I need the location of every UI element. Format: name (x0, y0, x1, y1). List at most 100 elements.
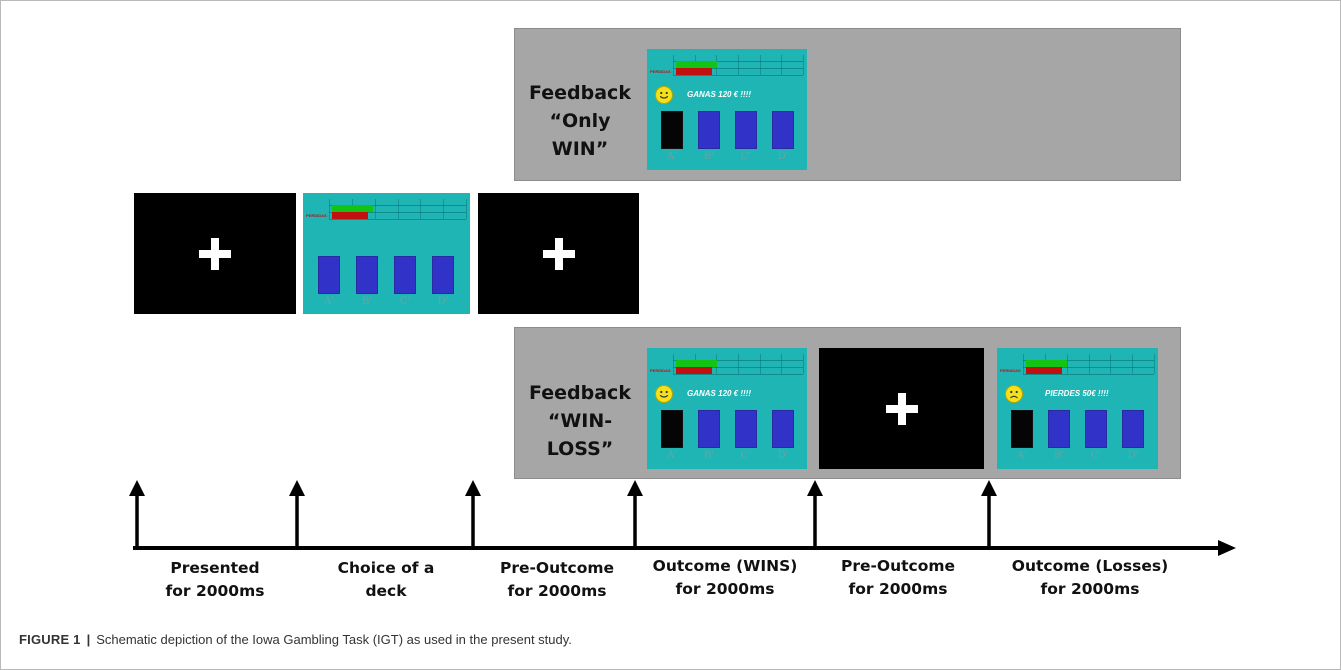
score-gridline (673, 374, 803, 375)
deck-card-b[interactable] (698, 410, 720, 448)
score-bars: PERDIDAS (303, 196, 470, 220)
score-tick (1023, 354, 1024, 374)
score-tick (443, 199, 445, 219)
figure-caption: FIGURE 1 | Schematic depiction of the Iowa… (19, 632, 572, 647)
deck-label: D' (777, 450, 789, 461)
timeline-label-pre-outcome: Pre-Outcome for 2000ms (499, 559, 615, 600)
fixation-cross-icon (542, 237, 575, 270)
deck-card-d[interactable] (772, 410, 794, 448)
figure-number: FIGURE 1 (19, 632, 81, 647)
deck-card-b[interactable] (698, 111, 720, 149)
win-message: GANAS 120 € !!!! (687, 90, 752, 99)
timeline-label-choice: Choice of a deck (337, 559, 435, 600)
fixation-screen-presented (134, 193, 296, 314)
deck-label: D' (437, 296, 449, 307)
win-bar (332, 205, 373, 212)
fixation-screen-pre-outcome-loss (819, 348, 984, 469)
feedback-only-win-panel: Feedback “Only WIN” (514, 28, 1181, 181)
deck-card-b[interactable] (1048, 410, 1070, 448)
deck-card-b[interactable] (356, 256, 378, 294)
deck-label: A' (324, 296, 334, 307)
score-tick (738, 55, 739, 75)
deck-label: D' (777, 151, 789, 162)
score-gridline (1023, 367, 1154, 368)
feedback-only-win-label: Feedback “Only WIN” (525, 79, 635, 163)
happy-face-icon (655, 385, 673, 403)
loss-bar (676, 68, 712, 75)
win-bar (1026, 360, 1067, 367)
score-gridline (673, 75, 803, 76)
feedback-only-win-label-line2: “Only WIN” (549, 110, 611, 160)
deck-card-c[interactable] (735, 111, 757, 149)
deck-label: A' (1017, 450, 1027, 461)
score-tick (781, 55, 783, 75)
score-tick (803, 354, 804, 374)
score-tick (1088, 354, 1090, 374)
win-bar (676, 360, 717, 367)
score-tick (374, 199, 376, 219)
deck-label: B' (703, 151, 715, 162)
loss-bar (676, 367, 712, 374)
loss-row-label: PERDIDAS (650, 368, 671, 373)
score-tick (1110, 354, 1112, 374)
game-screen-outcome-loss: PERDIDAS PIERDES 50€ !!!! A' B' C' D' (997, 348, 1158, 469)
score-tick (1066, 354, 1068, 374)
caption-text: Schematic depiction of the Iowa Gambling… (96, 632, 572, 647)
score-tick (466, 199, 467, 219)
score-tick (738, 354, 739, 374)
score-bars: PERDIDAS (647, 52, 807, 76)
happy-face-icon (655, 86, 673, 104)
score-tick (1132, 354, 1134, 374)
score-gridline (1023, 374, 1154, 375)
loss-row-label: PERDIDAS (306, 213, 327, 218)
score-gridline (1023, 360, 1154, 361)
score-gridline (673, 367, 803, 368)
deck-label: B' (361, 296, 373, 307)
feedback-win-loss-label: Feedback “WIN-LOSS” (525, 379, 635, 463)
fixation-cross-icon (199, 237, 231, 270)
deck-label: A' (667, 450, 677, 461)
deck-label: D' (1127, 450, 1139, 461)
deck-label: C' (740, 151, 752, 162)
score-gridline (673, 61, 803, 62)
deck-label: B' (703, 450, 715, 461)
deck-card-d[interactable] (1122, 410, 1144, 448)
feedback-only-win-label-line1: Feedback (529, 82, 631, 104)
deck-label: A' (667, 151, 677, 162)
deck-card-a[interactable] (1011, 410, 1033, 448)
deck-card-a[interactable] (661, 410, 683, 448)
deck-label: C' (740, 450, 752, 461)
score-tick (397, 199, 399, 219)
loss-row-label: PERDIDAS (1000, 368, 1021, 373)
timeline-label-outcome-wins: Outcome (WINS) for 2000ms (652, 557, 798, 598)
score-tick (420, 199, 422, 219)
deck-label: C' (1090, 450, 1102, 461)
loss-bar (1026, 367, 1062, 374)
score-tick (673, 354, 674, 374)
loss-message: PIERDES 50€ !!!! (1045, 389, 1109, 398)
score-gridline (673, 68, 803, 69)
win-bar (676, 61, 717, 68)
deck-label: B' (1053, 450, 1065, 461)
fixation-screen-pre-outcome (478, 193, 639, 314)
score-tick (759, 55, 761, 75)
score-gridline (329, 219, 466, 220)
deck-card-c[interactable] (1085, 410, 1107, 448)
score-tick (1154, 354, 1155, 374)
timeline-label-pre-outcome-2: Pre-Outcome for 2000ms (840, 557, 956, 598)
timeline-label-outcome-losses: Outcome (Losses) for 2000ms (1011, 557, 1169, 598)
deck-card-d[interactable] (772, 111, 794, 149)
deck-card-a[interactable] (318, 256, 340, 294)
score-bars: PERDIDAS (997, 351, 1158, 375)
deck-card-a[interactable] (661, 111, 683, 149)
fixation-cross-icon (885, 392, 918, 425)
deck-card-d[interactable] (432, 256, 454, 294)
deck-card-c[interactable] (735, 410, 757, 448)
deck-card-c[interactable] (394, 256, 416, 294)
score-gridline (673, 360, 803, 361)
score-tick (329, 199, 330, 219)
caption-separator: | (86, 632, 91, 647)
game-screen-feedback-only-win: PERDIDAS GANAS 120 € !!!! A' B' C' D' (647, 49, 807, 170)
